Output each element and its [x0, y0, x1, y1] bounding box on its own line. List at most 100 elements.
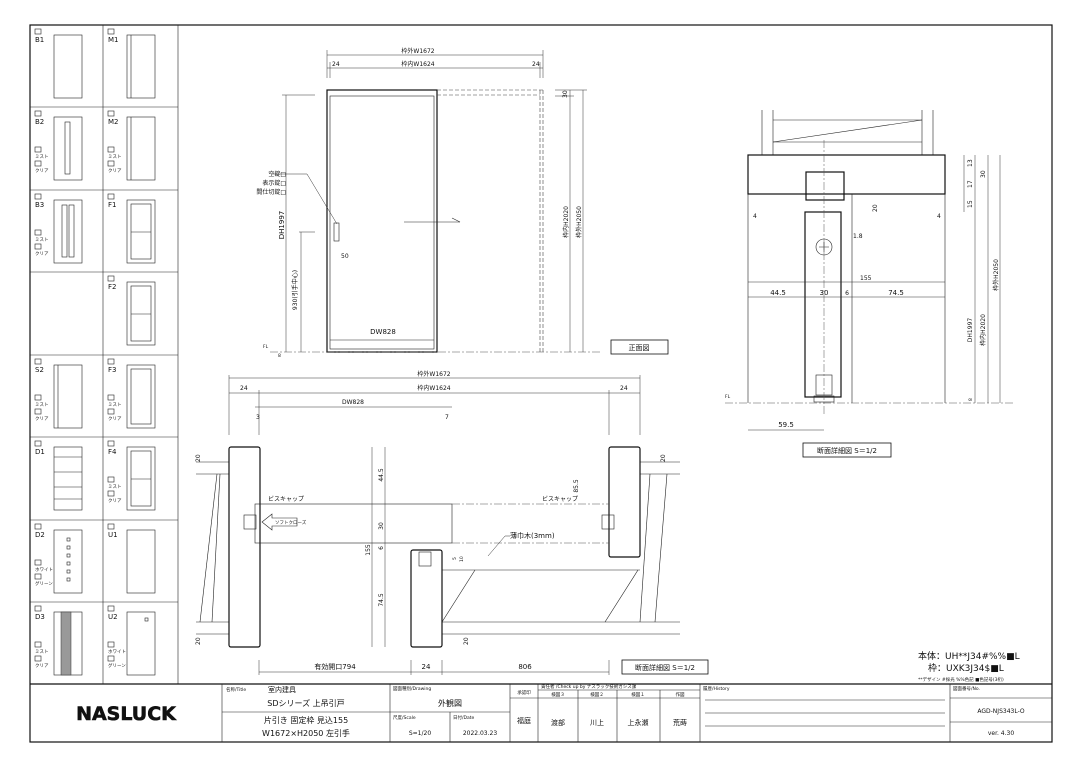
checkbox[interactable] — [34, 358, 42, 365]
checkbox[interactable] — [34, 28, 42, 35]
checkbox[interactable] — [34, 110, 42, 117]
option-checkbox[interactable] — [107, 655, 115, 662]
option-label: ミスト — [108, 154, 122, 160]
option-checkbox[interactable] — [34, 243, 42, 250]
lock-option-3: 間仕切錠□ — [256, 188, 286, 196]
option-checkbox[interactable] — [34, 573, 42, 580]
check-name-3: 上永瀬 — [628, 718, 649, 727]
design-option-f2[interactable]: F2 — [107, 275, 156, 346]
door-section — [804, 211, 842, 398]
plan-d20-a: 20 — [195, 454, 202, 462]
door-thumbnail — [53, 116, 83, 181]
option-checkbox[interactable] — [107, 146, 115, 153]
checkbox[interactable] — [107, 28, 115, 35]
door-panel-plan — [254, 503, 453, 544]
option-label: ミスト — [35, 402, 49, 408]
checkbox[interactable] — [34, 605, 42, 612]
section-d4-right: 4 — [937, 213, 941, 220]
title-label: 名称/Title — [226, 686, 246, 693]
design-code: B3 — [35, 201, 44, 209]
door-leaf — [326, 89, 438, 353]
date-label: 日付/Date — [453, 714, 475, 721]
section-d20: 20 — [872, 204, 879, 212]
door-thumbnail — [126, 116, 156, 181]
option-checkbox[interactable] — [107, 160, 115, 167]
option-label: クリア — [108, 498, 122, 504]
door-thumbnail — [126, 446, 156, 511]
checkbox[interactable] — [34, 523, 42, 530]
design-code: F3 — [108, 366, 116, 374]
plan-d30: 30 — [378, 522, 385, 530]
section-d155: 155 — [860, 275, 872, 282]
plan-d20-d: 20 — [660, 454, 667, 462]
design-option-m1[interactable]: M1 — [107, 28, 156, 99]
checkbox[interactable] — [107, 440, 115, 447]
checkbox[interactable] — [107, 605, 115, 612]
plan-side-left: 24 — [240, 385, 248, 392]
option-checkbox[interactable] — [107, 490, 115, 497]
option-checkbox[interactable] — [34, 394, 42, 401]
option-checkbox[interactable] — [34, 655, 42, 662]
title-line-2: SDシリーズ 上吊引戸 — [267, 698, 344, 708]
door-thumbnail — [126, 199, 156, 264]
option-label: ミスト — [35, 154, 49, 160]
version: ver. 4.30 — [988, 730, 1015, 737]
design-code: B2 — [35, 118, 44, 126]
check-name-4: 荒蒔 — [673, 718, 687, 727]
option-checkbox[interactable] — [34, 641, 42, 648]
option-label: ミスト — [108, 484, 122, 490]
option-checkbox[interactable] — [107, 641, 115, 648]
design-code: U1 — [108, 531, 118, 539]
option-checkbox[interactable] — [34, 559, 42, 566]
checkbox[interactable] — [107, 523, 115, 530]
option-label: グリーン — [108, 662, 126, 669]
plan-w-inner: 枠内W1624 — [417, 384, 450, 392]
checkbox[interactable] — [107, 358, 115, 365]
option-checkbox[interactable] — [34, 229, 42, 236]
checkbox[interactable] — [107, 193, 115, 200]
plan-d20-b: 20 — [195, 637, 202, 645]
stopper-wall — [410, 549, 443, 648]
checkbox[interactable] — [107, 275, 115, 282]
option-checkbox[interactable] — [107, 394, 115, 401]
option-label: クリア — [108, 416, 122, 422]
plan-d155: 155 — [365, 544, 372, 556]
option-checkbox[interactable] — [107, 476, 115, 483]
checkbox[interactable] — [107, 110, 115, 117]
door-thumbnail — [126, 281, 156, 346]
design-option-d1[interactable]: D1 — [34, 440, 83, 511]
section-d6: 6 — [845, 290, 849, 297]
design-option-b1[interactable]: B1 — [34, 28, 83, 99]
option-checkbox[interactable] — [34, 408, 42, 415]
checkbox[interactable] — [34, 440, 42, 447]
option-checkbox[interactable] — [34, 160, 42, 167]
design-option-u1[interactable]: U1 — [107, 523, 156, 594]
habaki-label: 薄巾木(3mm) — [510, 531, 555, 540]
option-checkbox[interactable] — [107, 408, 115, 415]
design-code: F2 — [108, 283, 116, 291]
option-checkbox[interactable] — [34, 146, 42, 153]
design-code: F1 — [108, 201, 116, 209]
section-d745: 74.5 — [888, 289, 904, 297]
front-h-inner: 枠内H2020 — [562, 206, 570, 238]
section-d18: 1.8 — [853, 233, 863, 240]
spec-legend: **デザイン #採光 %%色記 ■色記号(3桁) — [918, 676, 1004, 683]
design-option-f1[interactable]: F1 — [107, 193, 156, 264]
design-code: S2 — [35, 366, 44, 374]
title-line-3: 片引き 固定枠 見込155 — [264, 715, 348, 725]
checkbox[interactable] — [34, 193, 42, 200]
plan-right-806: 806 — [518, 663, 532, 671]
front-view-label: 正面図 — [629, 344, 650, 352]
right-jamb — [608, 446, 641, 558]
section-d17: 17 — [967, 180, 974, 188]
check-role-3: 検図１ — [631, 691, 645, 698]
